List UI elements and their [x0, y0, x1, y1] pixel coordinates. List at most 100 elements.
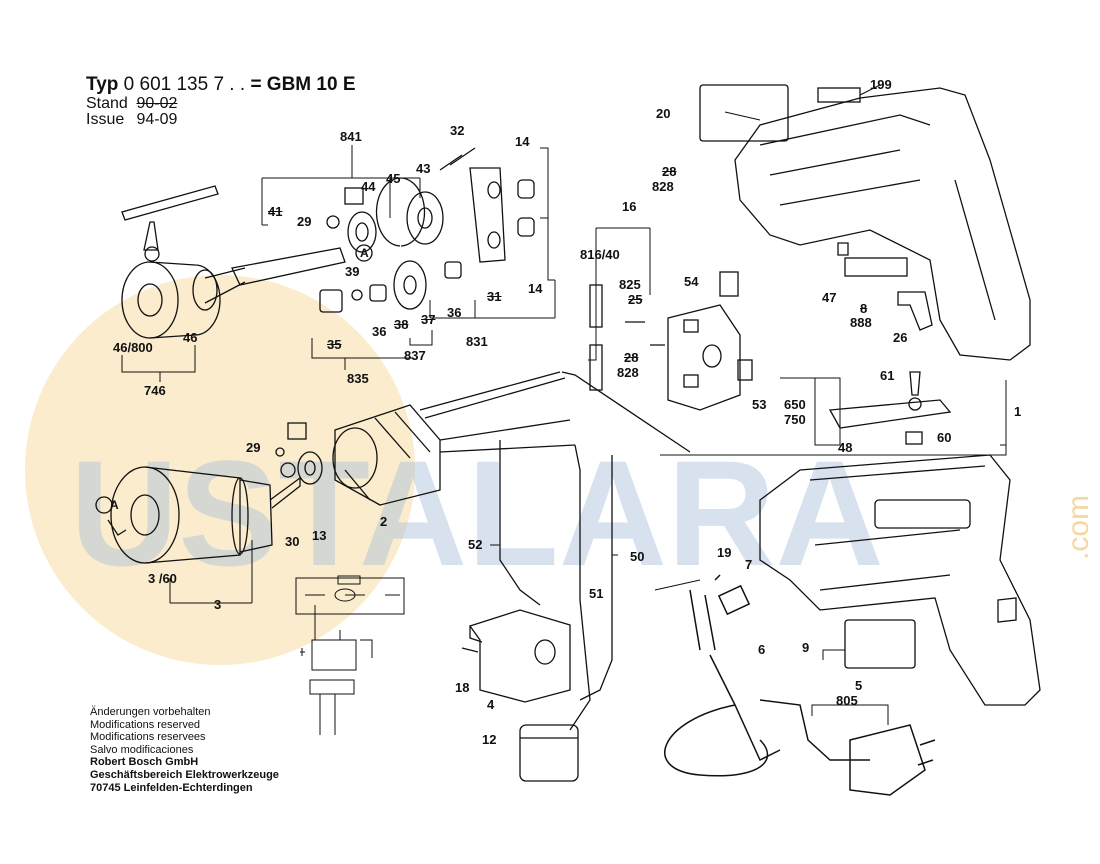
callout-805: 805	[836, 693, 858, 708]
brush-holder-drawing	[589, 271, 753, 411]
callout-1: 1	[1014, 404, 1022, 419]
callout-48: 48	[838, 440, 853, 455]
circle-marker-a-bottom	[95, 496, 113, 514]
stator-drawing	[332, 371, 691, 731]
callout-28-top: 28	[662, 164, 677, 179]
callout-8: 8	[860, 301, 868, 316]
company-name: Robert Bosch GmbH	[90, 756, 199, 769]
circle-a-label-1: A	[110, 498, 119, 512]
company-division: Geschäftsbereich Elektrowerkzeuge	[90, 768, 279, 781]
callout-61: 61	[880, 368, 895, 383]
callout-13: 13	[312, 528, 327, 543]
svg-text:USTALARA: USTALARA	[70, 429, 884, 597]
callout-828-mid: 828	[617, 365, 639, 380]
callout-7: 7	[745, 557, 753, 572]
company-address: 70745 Leinfelden-Echterdingen	[90, 781, 253, 794]
callout-52: 52	[468, 537, 483, 552]
callout-50: 50	[630, 549, 645, 564]
callout-746: 746	[144, 383, 166, 398]
callout-825: 825	[619, 277, 641, 292]
gear-plate-drawing	[828, 371, 952, 445]
callout-28-mid: 28	[624, 350, 639, 365]
stand-value: 90-02	[136, 95, 178, 112]
callout-3: 3	[214, 597, 222, 612]
callout-888: 888	[850, 315, 872, 330]
callout-39: 39	[345, 264, 360, 279]
stand-line: Stand 90-02	[86, 96, 356, 112]
callout-12: 12	[482, 732, 497, 747]
callout-41: 41	[268, 204, 283, 219]
callout-32: 32	[450, 123, 465, 138]
callout-35: 35	[327, 337, 342, 352]
callout-25: 25	[628, 292, 643, 307]
cable-drawing	[664, 574, 936, 796]
callout-37: 37	[421, 312, 436, 327]
circle-marker-a-top	[355, 244, 373, 262]
callout-18: 18	[455, 680, 470, 695]
issue-line: Issue 94-09	[86, 112, 356, 128]
callout-30: 30	[285, 534, 300, 549]
callout-16: 16	[622, 199, 637, 214]
housing-drawing	[759, 454, 1041, 706]
callout-51: 51	[589, 586, 604, 601]
switch-drawing	[461, 609, 579, 782]
callout-46-800: 46/800	[113, 340, 153, 355]
callout-6: 6	[758, 642, 766, 657]
callout-38: 38	[394, 317, 409, 332]
typ-label: Typ	[86, 74, 119, 95]
issue-value: 94-09	[136, 111, 178, 128]
note-line-1: Änderungen vorbehalten	[90, 706, 211, 718]
callout-47: 47	[822, 290, 837, 305]
callout-835: 835	[347, 371, 369, 386]
callout-53: 53	[752, 397, 767, 412]
housing-half-drawing	[699, 84, 1031, 361]
type-line: Typ 0 601 135 7 . . = GBM 10 E	[86, 74, 356, 96]
callout-19: 19	[717, 545, 732, 560]
callout-5: 5	[855, 678, 863, 693]
callout-14-bottom: 14	[528, 281, 543, 296]
callout-650: 650	[784, 397, 806, 412]
callout-750: 750	[784, 412, 806, 427]
spindle-gear-drawing	[319, 147, 535, 313]
callout-36-right: 36	[447, 305, 462, 320]
leader-lines	[121, 84, 1007, 725]
title-block: Typ 0 601 135 7 . . = GBM 10 E Stand 90-…	[86, 74, 356, 128]
callout-36-left: 36	[372, 324, 387, 339]
callout-816-40: 816/40	[580, 247, 620, 262]
callout-199: 199	[870, 77, 892, 92]
note-line-4: Salvo modificaciones	[90, 743, 194, 756]
circle-a-label-2: A	[360, 246, 369, 260]
stand-label: Stand	[86, 95, 128, 112]
model-name: = GBM 10 E	[250, 74, 356, 95]
callout-14-top: 14	[515, 134, 530, 149]
callout-60: 60	[937, 430, 952, 445]
callout-20: 20	[656, 106, 671, 121]
typ-number: 0 601 135 7 . .	[123, 74, 246, 95]
issue-label: Issue	[86, 111, 125, 128]
callout-831: 831	[466, 334, 488, 349]
note-line-2: Modifications reserved	[90, 718, 201, 731]
svg-text:.com: .com	[1062, 495, 1095, 560]
footer-notes: Änderungen vorbehalten Modifications res…	[90, 706, 279, 794]
callout-31: 31	[487, 289, 502, 304]
callout-45: 45	[386, 171, 401, 186]
circuit-diagram	[295, 575, 405, 735]
callout-29-top: 29	[297, 214, 312, 229]
callout-2: 2	[380, 514, 388, 529]
note-line-3: Modifications reservees	[90, 731, 206, 744]
callout-43: 43	[416, 161, 431, 176]
callout-3-60: 3 /60	[148, 571, 177, 586]
callout-828-top: 828	[652, 179, 674, 194]
chuck-key-drawing	[121, 185, 219, 262]
callout-26: 26	[893, 330, 908, 345]
callout-46: 46	[183, 330, 198, 345]
callout-54: 54	[684, 274, 699, 289]
callout-841: 841	[340, 129, 362, 144]
callout-4: 4	[487, 697, 495, 712]
chuck-drawing	[121, 247, 346, 339]
callout-9: 9	[802, 640, 810, 655]
callout-44: 44	[361, 179, 376, 194]
callout-29-bottom: 29	[246, 440, 261, 455]
